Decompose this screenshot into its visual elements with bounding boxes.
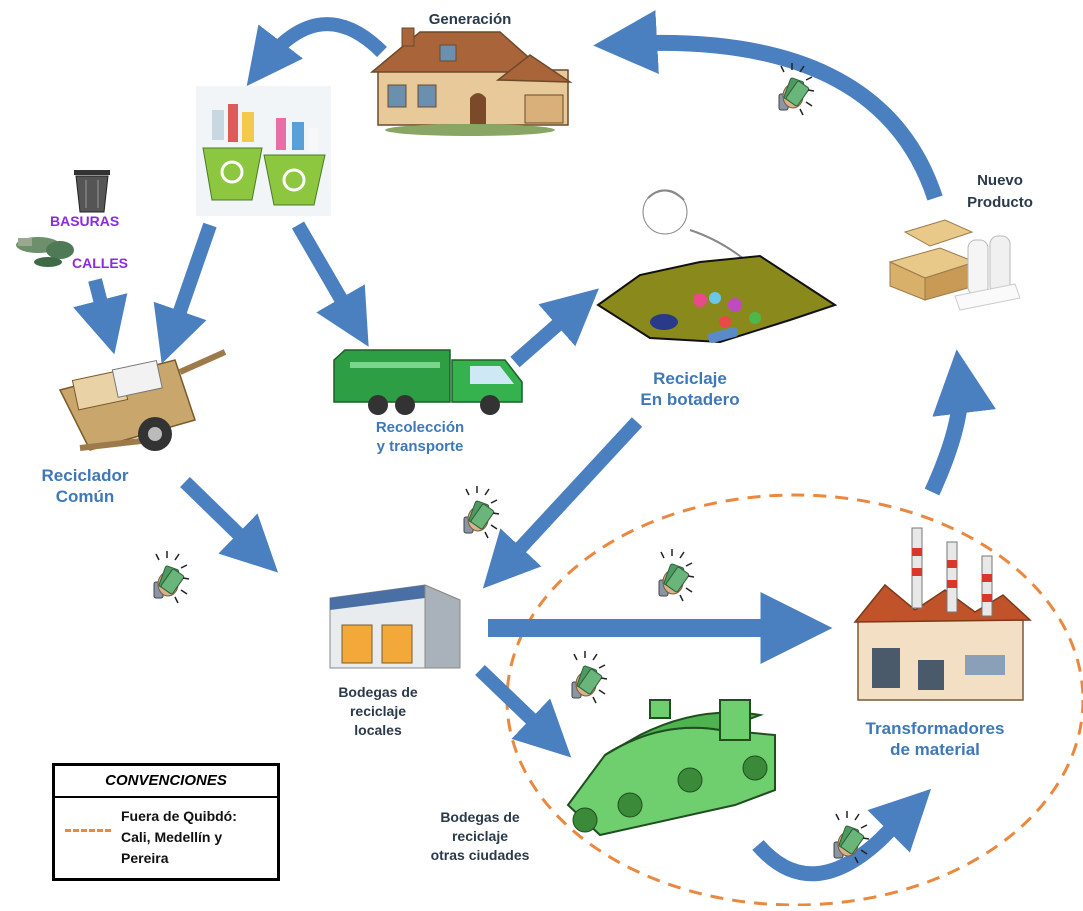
arrow-reciclador-to-bodegas [180, 476, 279, 573]
arrow-bins-to-truck [291, 221, 369, 347]
garbage-truck-icon [333, 349, 523, 415]
label-nuevo-producto: Nuevo Producto [967, 172, 1033, 211]
green-warehouse-icon [566, 699, 776, 837]
arrow-factory-to-product [924, 349, 996, 496]
label-reciclaje-botadero: Reciclaje En botadero [640, 369, 740, 409]
label-reciclador: Reciclador Común [41, 466, 129, 506]
arrow-landfill-to-bodegas [482, 417, 643, 589]
arrow-truck-to-landfill [510, 288, 599, 368]
arrow-house-to-bins [246, 17, 387, 87]
label-recoleccion: Recolección y transporte [375, 419, 465, 455]
street-litter-icon [16, 237, 74, 267]
legend-title: CONVENCIONES [55, 766, 277, 798]
arrow-basuras-to-reciclador [73, 278, 128, 355]
landfill-icon [596, 162, 838, 344]
trash-can-icon [74, 170, 110, 213]
arrow-bins-to-reciclador [153, 222, 217, 364]
legend-text: Fuera de Quibdó: Cali, Medellín y Pereir… [121, 808, 237, 866]
flow-arrows [73, 10, 996, 882]
label-bodegas-otras: Bodegas de reciclaje otras ciudades [430, 809, 530, 863]
label-bodegas-locales: Bodegas de reciclaje locales [338, 684, 418, 738]
label-calles: CALLES [72, 255, 128, 271]
label-basuras: BASURAS [50, 213, 120, 229]
legend-dashed-line [65, 829, 111, 832]
house-icon [369, 27, 573, 136]
recycling-bins-icon [196, 86, 331, 216]
warehouse-icon [329, 584, 461, 669]
boxes-icon [888, 219, 1021, 311]
handcart-icon [58, 349, 227, 451]
label-generacion: Generación [428, 11, 512, 28]
factory-icon [853, 527, 1032, 701]
arrow-bodegas-to-other [475, 664, 572, 758]
arrow-other-to-factory [752, 788, 932, 882]
legend-box: CONVENCIONES Fuera de Quibdó: Cali, Mede… [52, 763, 280, 881]
arrow-product-to-house [593, 10, 943, 201]
label-transformadores: Transformadores de material [865, 719, 1005, 759]
